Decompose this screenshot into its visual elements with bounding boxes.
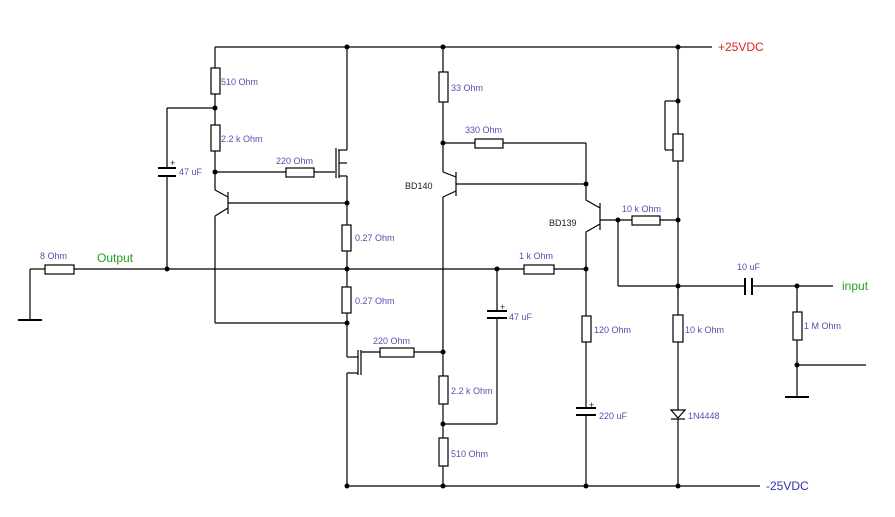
middle-column bbox=[438, 47, 587, 486]
left-bias-column bbox=[158, 47, 335, 269]
output-node bbox=[18, 268, 586, 321]
emitter-resistors bbox=[341, 197, 352, 348]
input-network bbox=[744, 278, 866, 398]
r-027-bot-label: 0.27 Ohm bbox=[355, 296, 395, 306]
load-resistor-label: 8 Ohm bbox=[40, 251, 67, 261]
d-1n4448-label: 1N4448 bbox=[688, 411, 720, 421]
r-027-top-label: 0.27 Ohm bbox=[355, 233, 395, 243]
bd139-stage bbox=[576, 184, 745, 486]
q-bd140-label: BD140 bbox=[405, 181, 433, 191]
c-220u-label: 220 uF bbox=[599, 411, 628, 421]
r-1k-label: 1 k Ohm bbox=[519, 251, 553, 261]
output-label: Output bbox=[97, 251, 134, 265]
c-47u-left-plus: + bbox=[170, 158, 175, 168]
c-47u-mid-label: 47 uF bbox=[509, 312, 533, 322]
right-bias-column bbox=[664, 47, 687, 486]
input-label: input bbox=[842, 279, 869, 293]
r-2k2-bot-label: 2.2 k Ohm bbox=[451, 386, 493, 396]
c-220u-plus: + bbox=[589, 400, 594, 410]
r-10k-fb-label: 10 k Ohm bbox=[622, 204, 661, 214]
r-10k-bias-label: 10 k Ohm bbox=[685, 325, 724, 335]
c-47u-mid-plus: + bbox=[500, 302, 505, 312]
c-10u-in-label: 10 uF bbox=[737, 262, 761, 272]
load-resistor-8-ohm bbox=[44, 264, 75, 275]
lower-mosfet bbox=[346, 347, 443, 486]
r-2k2-top-label: 2.2 k Ohm bbox=[221, 134, 263, 144]
r-510-bot-label: 510 Ohm bbox=[451, 449, 488, 459]
q-bd139-label: BD139 bbox=[549, 218, 577, 228]
r-1M-label: 1 M Ohm bbox=[804, 321, 841, 331]
middle-bootstrap-cap bbox=[443, 269, 507, 425]
r-220-bot-label: 220 Ohm bbox=[373, 336, 410, 346]
r-330-label: 330 Ohm bbox=[465, 125, 502, 135]
c-47u-left-label: 47 uF bbox=[179, 167, 203, 177]
left-driver-transistor bbox=[214, 172, 347, 324]
negative-rail-label: -25VDC bbox=[766, 479, 809, 493]
junction-dots bbox=[164, 44, 800, 489]
r-33-label: 33 Ohm bbox=[451, 83, 483, 93]
r-220-top-label: 220 Ohm bbox=[276, 156, 313, 166]
r-120-label: 120 Ohm bbox=[594, 325, 631, 335]
r-1k-resistor bbox=[523, 264, 555, 275]
r-510-top-label: 510 Ohm bbox=[221, 77, 258, 87]
upper-mosfet bbox=[335, 47, 348, 197]
positive-rail-label: +25VDC bbox=[718, 40, 764, 54]
